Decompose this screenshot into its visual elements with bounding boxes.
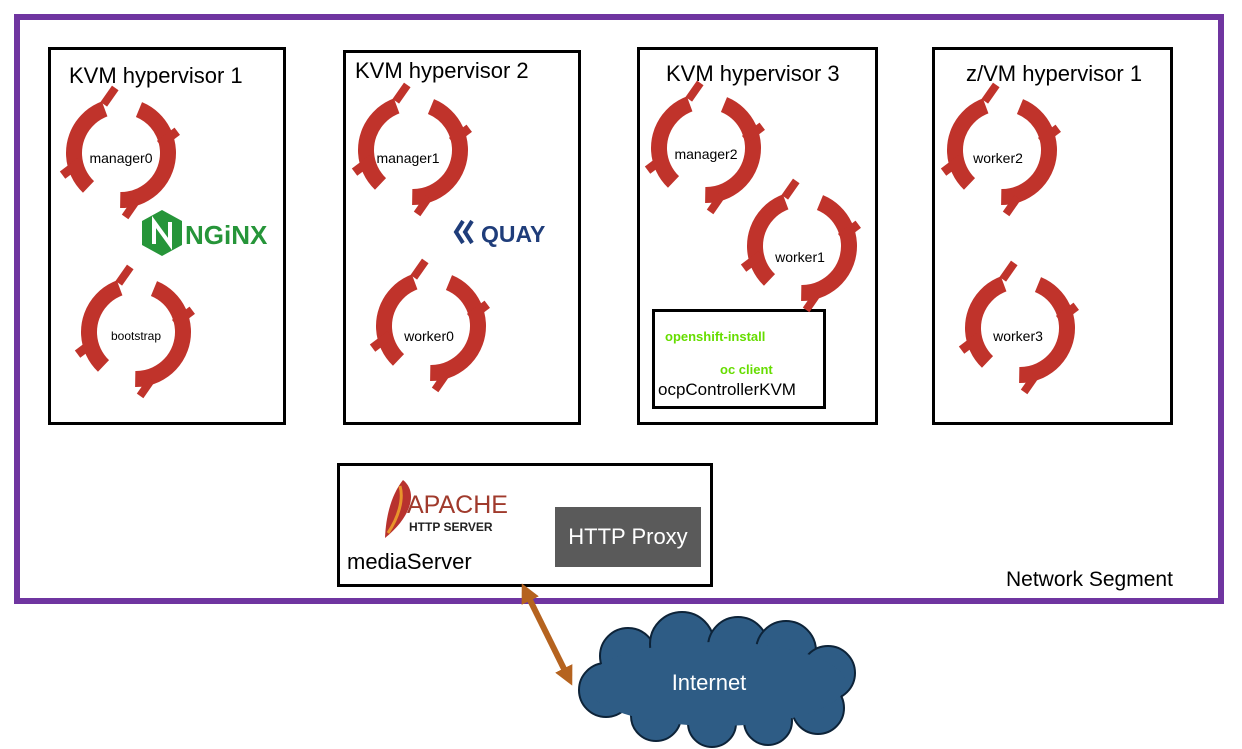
node-label: worker2	[972, 150, 1023, 166]
node-label: worker3	[992, 328, 1043, 344]
network-segment-label: Network Segment	[1006, 568, 1173, 591]
node-label: manager2	[674, 146, 737, 162]
hypervisor-title: KVM hypervisor 2	[355, 58, 529, 83]
apache-logo-subtext: HTTP SERVER	[409, 520, 493, 534]
node-label: manager1	[376, 150, 439, 166]
tool-label: oc client	[720, 362, 773, 377]
node-label: worker1	[774, 249, 825, 265]
controller-box	[652, 309, 826, 409]
tool-label: openshift-install	[665, 329, 766, 344]
apache-feather-icon: APACHE HTTP SERVER	[385, 480, 508, 538]
hypervisor-title: KVM hypervisor 1	[69, 63, 243, 88]
hypervisor-title: KVM hypervisor 3	[666, 61, 840, 86]
node-label: worker0	[403, 328, 454, 344]
http-proxy: HTTP Proxy	[555, 507, 701, 567]
connection-arrow	[521, 583, 573, 686]
openshift-logo-icon	[346, 241, 513, 410]
nginx-logo-icon: NGiNX	[142, 210, 268, 256]
controller-name: ocpControllerKVM	[658, 380, 796, 399]
network-segment	[14, 14, 1224, 604]
media-server-name: mediaServer	[347, 549, 472, 574]
node-label: manager0	[89, 150, 152, 166]
quay-logo-text: QUAY	[481, 221, 545, 247]
hypervisor-title: z/VM hypervisor 1	[966, 61, 1143, 86]
cloud-icon	[578, 611, 856, 748]
quay-logo-icon: QUAY	[453, 219, 545, 247]
node-label: bootstrap	[111, 329, 161, 343]
internet-label: Internet	[672, 670, 747, 695]
nginx-logo-text: NGiNX	[185, 220, 268, 250]
apache-logo-text: APACHE	[407, 491, 508, 519]
